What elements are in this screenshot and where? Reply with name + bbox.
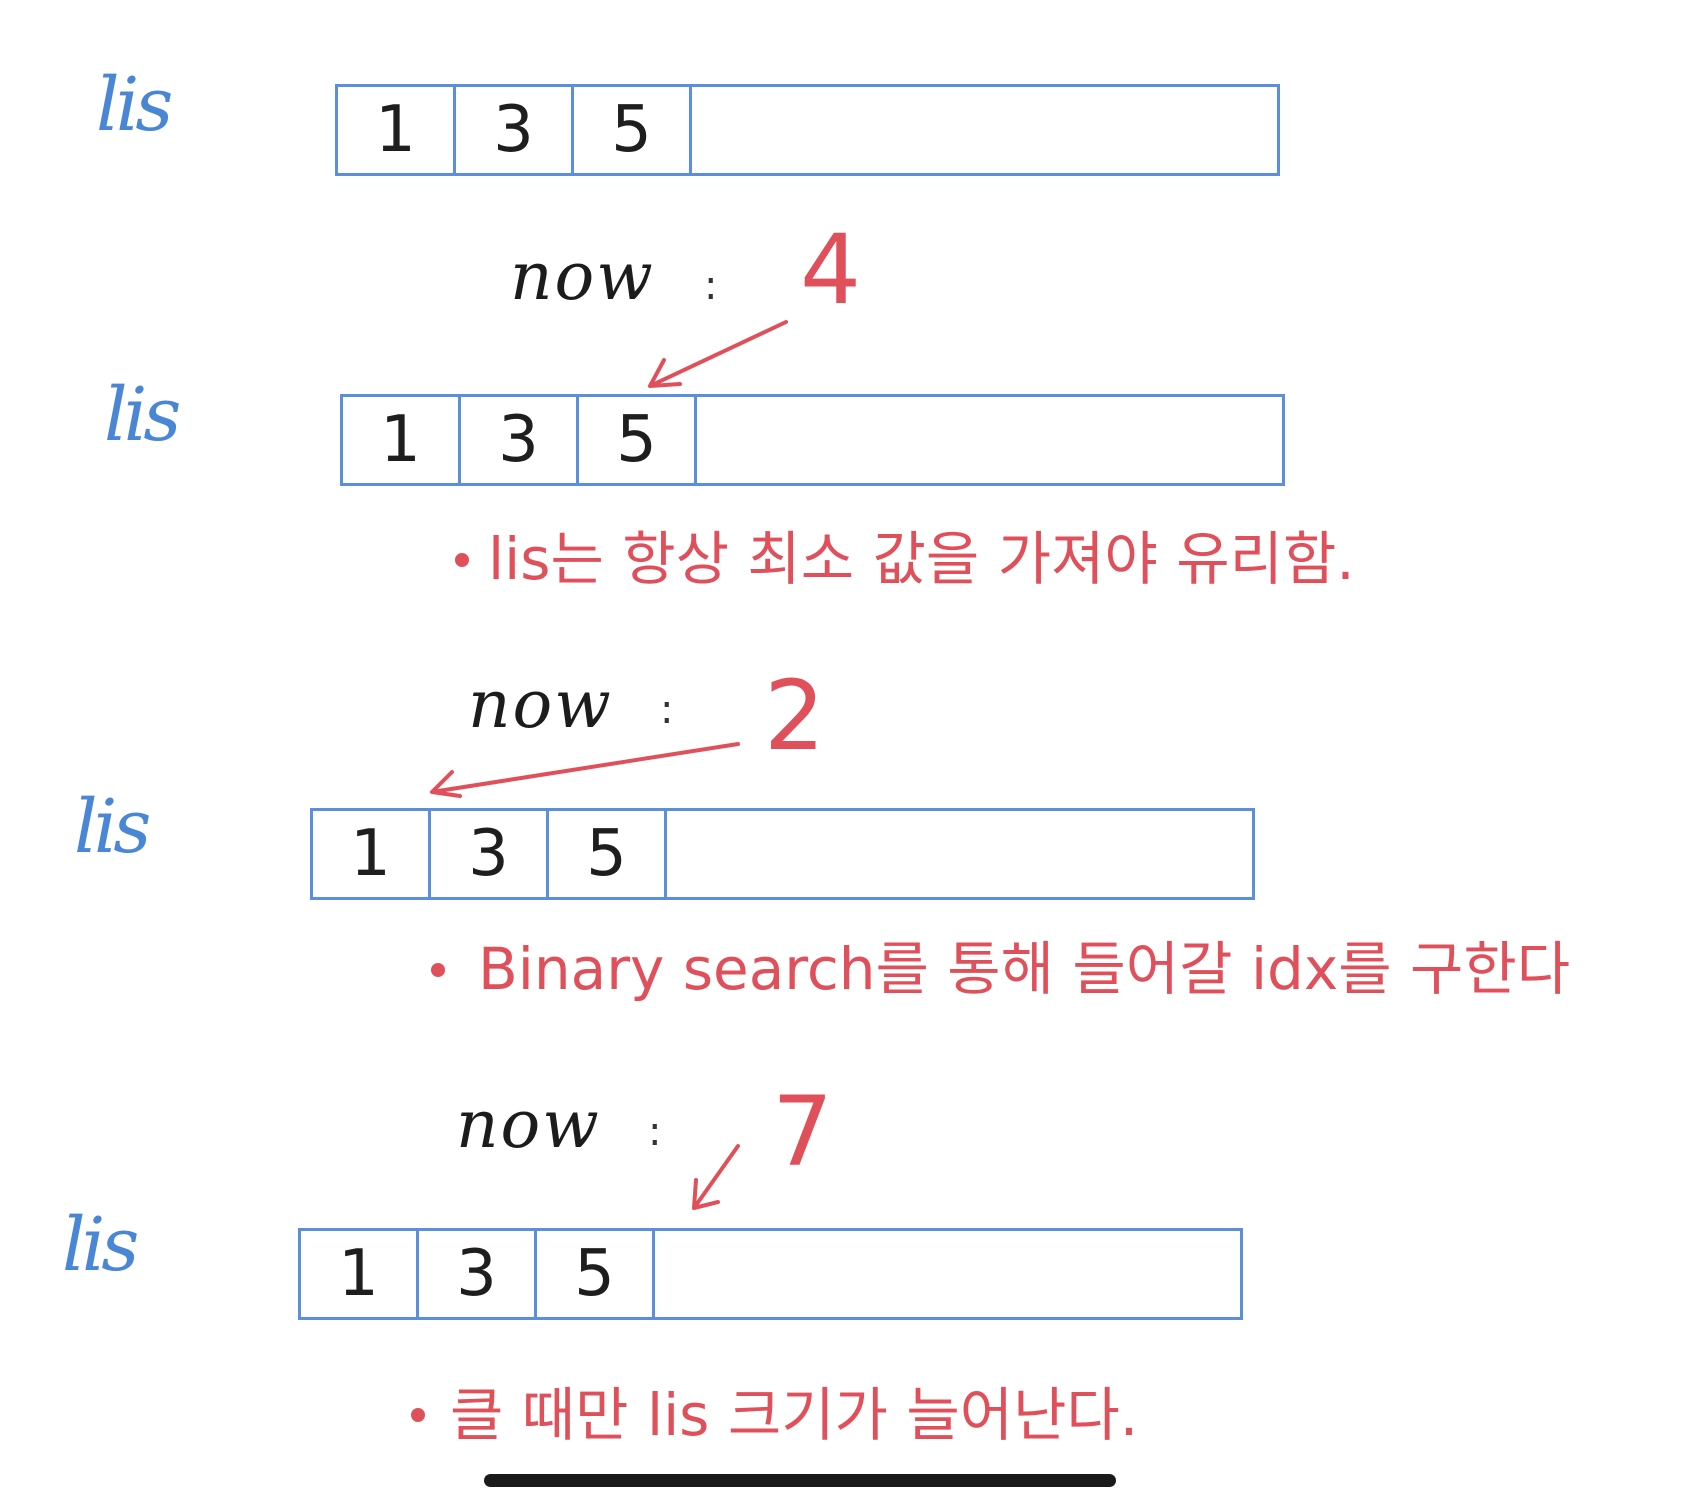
now-label: now (510, 238, 655, 315)
array-cell: 5 (549, 811, 667, 897)
array-cell: 1 (343, 397, 461, 483)
now-colon: : (660, 687, 674, 733)
array-cell: 3 (419, 1231, 537, 1317)
now-label: now (468, 666, 613, 743)
note-bullet (411, 1408, 425, 1422)
arrow-2 (430, 742, 740, 798)
note-text: lis는 항상 최소 값을 가져야 유리함. (488, 525, 1355, 593)
lis-array: 1 3 5 (298, 1228, 1243, 1320)
note-bullet (455, 553, 469, 567)
array-cell: 3 (461, 397, 579, 483)
note-text: Binary search를 통해 들어갈 idx를 구한다 (478, 935, 1571, 1003)
array-cell: 1 (338, 87, 456, 173)
lis-array: 1 3 5 (335, 84, 1280, 176)
lis-label: lis (104, 372, 181, 458)
now-label: now (456, 1086, 601, 1163)
note-text: 클 때만 lis 크기가 늘어난다. (450, 1381, 1139, 1449)
lis-label: lis (74, 784, 151, 870)
arrow-7 (692, 1144, 740, 1210)
lis-label: lis (96, 62, 173, 148)
note-bullet (431, 963, 445, 977)
lis-array: 1 3 5 (310, 808, 1255, 900)
now-value: 4 (800, 214, 862, 326)
home-indicator[interactable] (484, 1474, 1116, 1487)
array-cell: 5 (579, 397, 697, 483)
array-cell: 3 (456, 87, 574, 173)
now-colon: : (648, 1109, 662, 1155)
now-colon: : (704, 263, 718, 309)
array-cell: 5 (574, 87, 692, 173)
now-value: 7 (772, 1076, 834, 1188)
lis-label: lis (62, 1202, 139, 1288)
array-cell: 1 (313, 811, 431, 897)
now-value: 2 (764, 660, 826, 772)
arrow-4 (648, 320, 788, 388)
lis-array: 1 3 5 (340, 394, 1285, 486)
array-cell: 3 (431, 811, 549, 897)
array-cell: 5 (537, 1231, 655, 1317)
array-cell: 1 (301, 1231, 419, 1317)
